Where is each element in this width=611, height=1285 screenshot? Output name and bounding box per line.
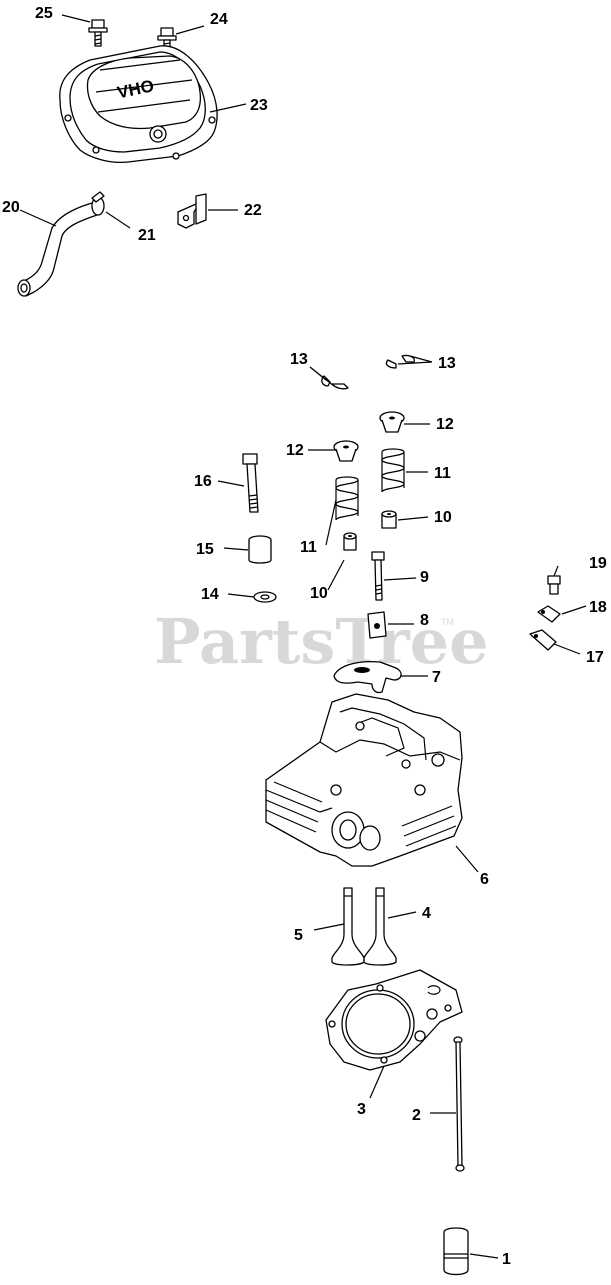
- leader-lines: [19, 14, 587, 1259]
- label-3: 3: [357, 1101, 366, 1118]
- label-16: 16: [194, 473, 212, 490]
- label-10-lower: 10: [310, 585, 328, 602]
- part-13-keepers-left[interactable]: [321, 375, 349, 390]
- label-13-right: 13: [438, 355, 456, 372]
- part-1-tappet[interactable]: [443, 1227, 469, 1276]
- label-12-lower: 12: [286, 442, 304, 459]
- label-8: 8: [420, 612, 429, 629]
- part-15-spacer[interactable]: [248, 535, 272, 564]
- part-11-spring-lower[interactable]: [335, 476, 359, 521]
- part-12-retainer-lower[interactable]: [333, 440, 359, 462]
- part-3-head-gasket[interactable]: [325, 969, 463, 1071]
- label-6: 6: [480, 871, 489, 888]
- part-8-rocker-pivot[interactable]: [367, 611, 387, 639]
- label-7: 7: [432, 669, 441, 686]
- part-25-bolt[interactable]: [88, 19, 108, 47]
- part-19-bolt[interactable]: [547, 575, 561, 595]
- label-2: 2: [412, 1107, 421, 1124]
- label-17: 17: [586, 649, 604, 666]
- label-12-upper: 12: [436, 416, 454, 433]
- part-21-clamp[interactable]: [91, 191, 105, 216]
- part-labels: 25 24 23 20 21 22 13 13 12 12 11 11 10 1…: [2, 5, 607, 1268]
- label-19: 19: [589, 555, 607, 572]
- label-22: 22: [244, 202, 262, 219]
- label-20: 20: [2, 199, 20, 216]
- label-25: 25: [35, 5, 53, 22]
- part-7-rocker-arm[interactable]: [333, 660, 402, 694]
- label-1: 1: [502, 1251, 511, 1268]
- part-10-seal-lower[interactable]: [343, 532, 357, 551]
- label-10-upper: 10: [434, 509, 452, 526]
- part-17-retainer[interactable]: [529, 629, 557, 651]
- part-6-cylinder-head[interactable]: [265, 693, 463, 867]
- label-14: 14: [201, 586, 219, 603]
- part-11-spring-upper[interactable]: [381, 448, 405, 493]
- part-20-breather-hose[interactable]: [17, 201, 101, 297]
- label-18: 18: [589, 599, 607, 616]
- label-13-left: 13: [290, 351, 308, 368]
- label-21: 21: [138, 227, 156, 244]
- label-11-lower: 11: [300, 539, 317, 556]
- label-11-upper: 11: [434, 465, 451, 482]
- part-9-rocker-bolt[interactable]: [371, 551, 385, 601]
- part-5-valve[interactable]: [331, 887, 365, 966]
- label-5: 5: [294, 927, 303, 944]
- part-14-washer[interactable]: [253, 591, 277, 603]
- part-4-valve[interactable]: [363, 887, 397, 966]
- part-13-keepers-right[interactable]: [385, 354, 416, 369]
- watermark-text: PartsTree: [154, 605, 489, 678]
- label-23: 23: [250, 97, 268, 114]
- watermark-trademark: TM: [441, 617, 454, 627]
- part-10-seal-upper[interactable]: [381, 510, 397, 529]
- part-2-push-rod[interactable]: [453, 1036, 465, 1172]
- label-4: 4: [422, 905, 431, 922]
- part-16-rocker-stud[interactable]: [242, 453, 259, 513]
- part-22-bracket[interactable]: [177, 193, 207, 229]
- label-24: 24: [210, 11, 228, 28]
- part-12-retainer-upper[interactable]: [379, 411, 405, 433]
- label-9: 9: [420, 569, 429, 586]
- label-15: 15: [196, 541, 214, 558]
- part-18-retainer[interactable]: [537, 605, 561, 623]
- part-23-valve-cover[interactable]: OHV: [59, 45, 218, 164]
